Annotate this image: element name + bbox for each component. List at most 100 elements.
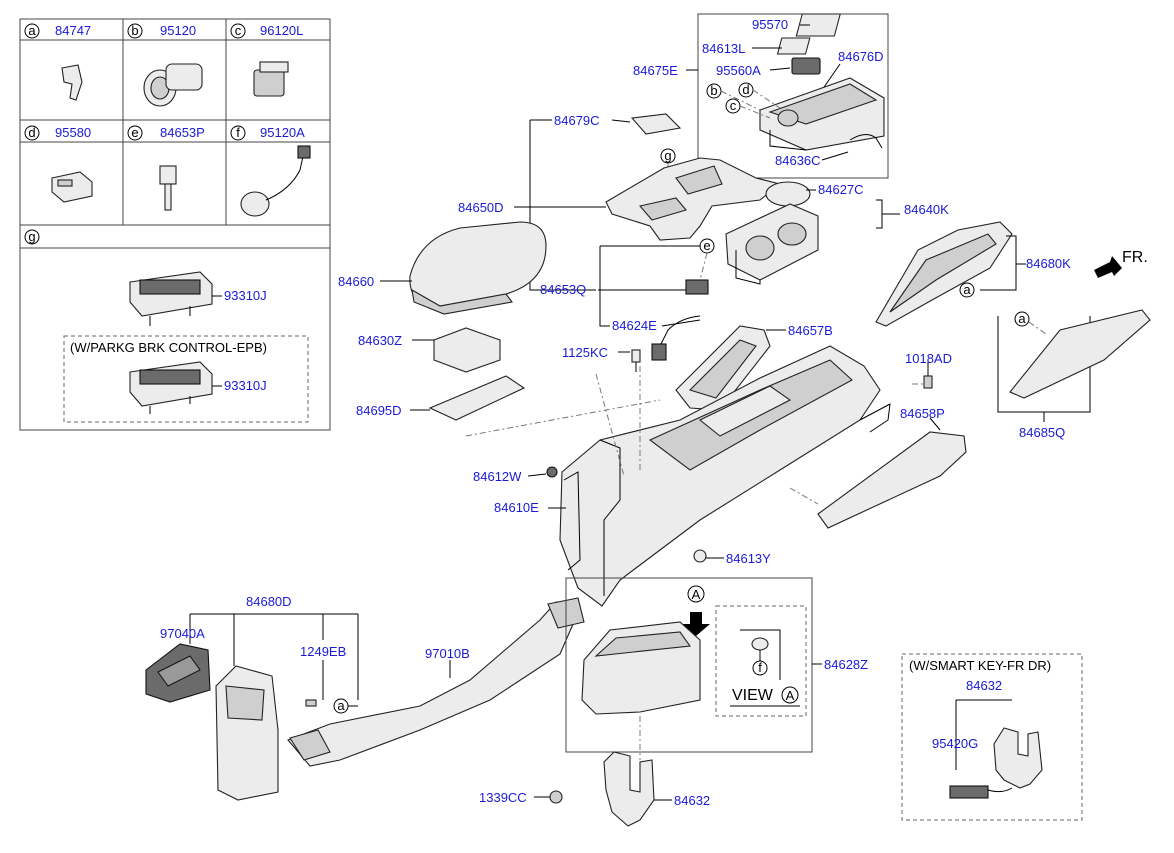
label-84685Q: 84685Q [1019, 425, 1065, 440]
clip-icon [61, 64, 83, 101]
part-number: 84653P [160, 125, 205, 140]
label-97040A: 97040A [160, 626, 205, 641]
smart-key-option-box: (W/SMART KEY-FR DR) 84632 95420G [901, 653, 1083, 821]
callout-A: A [692, 587, 701, 602]
front-direction-indicator: FR. [1094, 249, 1148, 278]
callout-letter: e [131, 125, 138, 140]
label-84636C: 84636C [775, 153, 821, 168]
console-bezel-84650D [605, 157, 782, 241]
bolt-1018AD: 1018AD [905, 351, 952, 389]
label-84613L: 84613L [702, 41, 745, 56]
nut-1339CC [549, 790, 563, 804]
label-84632: 84632 [674, 793, 710, 808]
part-number: 95120A [260, 125, 305, 140]
callout-b: b [710, 83, 717, 98]
panel-84680K: 84680K a [875, 221, 1071, 327]
callout-letter: a [28, 23, 36, 38]
pad-84613L [776, 37, 811, 55]
legend-cell-d: d 95580 [24, 125, 93, 203]
view-callout-A: A [786, 688, 795, 703]
rear-cover-84680D [215, 665, 279, 801]
connector-icon [51, 171, 93, 203]
label-84650D: 84650D [458, 200, 504, 215]
legend-cell-f: f 95120A [230, 125, 311, 217]
pad-95570 [795, 13, 841, 37]
label-84627C: 84627C [818, 182, 864, 197]
antenna-95420G [949, 785, 989, 799]
label-1018AD: 1018AD [905, 351, 952, 366]
storage-box-group-84628Z: 84628Z A f VIEW A [565, 577, 868, 760]
upper-tray-group: 84675E 95570 84613L 84676D 95560A b c d … [633, 13, 889, 179]
callout-a-3: a [337, 698, 345, 713]
cup-holder-84640K [725, 203, 819, 285]
label-84657B: 84657B [788, 323, 833, 338]
label-95420G: 95420G [932, 736, 978, 751]
label-84680K: 84680K [1026, 256, 1071, 271]
armrest-group: 84660 84653Q 84630Z 84695D [338, 221, 700, 421]
callout-f: f [758, 660, 762, 675]
label-84653Q: 84653Q [540, 282, 586, 297]
label-95560A: 95560A [716, 63, 761, 78]
view-label: VIEW [732, 687, 774, 704]
epb-switch-module-icon [129, 361, 213, 414]
label-95570: 95570 [752, 17, 788, 32]
legend-cell-b: b 95120 [127, 23, 203, 107]
bracket-84632: 84632 1339CC [479, 751, 710, 827]
label-97010B: 97010B [425, 646, 470, 661]
label-84675E: 84675E [633, 63, 678, 78]
legend-cell-a: a 84747 [24, 23, 91, 101]
part-number: 96120L [260, 23, 303, 38]
legend-table: a 84747 b 95120 c 96120L d 95580 [19, 18, 331, 431]
bezel-group: 84679C g 84650D 84627C 84640K [458, 113, 949, 291]
label-84612W: 84612W [473, 469, 522, 484]
part-number: 93310J [224, 288, 267, 303]
callout-letter: g [28, 229, 35, 244]
connector-84653Q [685, 279, 709, 295]
legend-cell-g: g 93310J (W/PARKG BRK CONTROL-EPB) 93310… [24, 229, 309, 423]
socket-harness-icon [240, 191, 270, 217]
callout-e: e [703, 238, 710, 253]
pad-95560A [791, 57, 821, 75]
label-84628Z: 84628Z [824, 657, 868, 672]
callout-letter: b [131, 23, 138, 38]
callout-g: g [664, 148, 671, 163]
front-label: FR. [1122, 249, 1148, 266]
tray-84630Z [433, 327, 501, 373]
side-panel-84657B: 84657B [675, 323, 833, 411]
label-84630Z: 84630Z [358, 333, 402, 348]
harness-84624E [651, 343, 667, 361]
pin-icon [159, 165, 177, 185]
label-84640K: 84640K [904, 202, 949, 217]
clip-84612W [546, 466, 558, 478]
callout-letter: c [235, 23, 242, 38]
label-1125KC: 1125KC [562, 345, 608, 360]
usb-jack-icon [253, 69, 285, 97]
callout-a-2: a [1018, 311, 1026, 326]
switch-module-icon [129, 271, 213, 326]
pad-84695D [428, 375, 526, 421]
label-84660: 84660 [338, 274, 374, 289]
part-number: 93310J [224, 378, 267, 393]
cover-84679C [630, 113, 682, 135]
panel-84685Q: a 84685Q [997, 309, 1151, 440]
rear-cover-group-84680D: 84680D 97040A 1249EB a [145, 594, 359, 801]
option-note: (W/PARKG BRK CONTROL-EPB) [70, 340, 267, 355]
screw-1125KC [631, 349, 641, 363]
label-84679C: 84679C [554, 113, 600, 128]
harness-group: e 84624E 1125KC [562, 238, 715, 372]
screw-1249EB [305, 699, 317, 707]
bracket-smart-key [993, 727, 1043, 789]
label-84680D: 84680D [246, 594, 292, 609]
label-1339CC: 1339CC [479, 790, 527, 805]
tray-assembly-drawing [759, 77, 885, 151]
label-84610E: 84610E [494, 500, 539, 515]
label-84658P: 84658P [900, 406, 945, 421]
callout-letter: d [28, 125, 35, 140]
callout-letter: f [236, 125, 240, 140]
legend-cell-c: c 96120L [230, 23, 303, 97]
label-84632-smart: 84632 [966, 678, 1002, 693]
smart-key-option-note: (W/SMART KEY-FR DR) [909, 658, 1051, 673]
callout-d: d [742, 82, 749, 97]
